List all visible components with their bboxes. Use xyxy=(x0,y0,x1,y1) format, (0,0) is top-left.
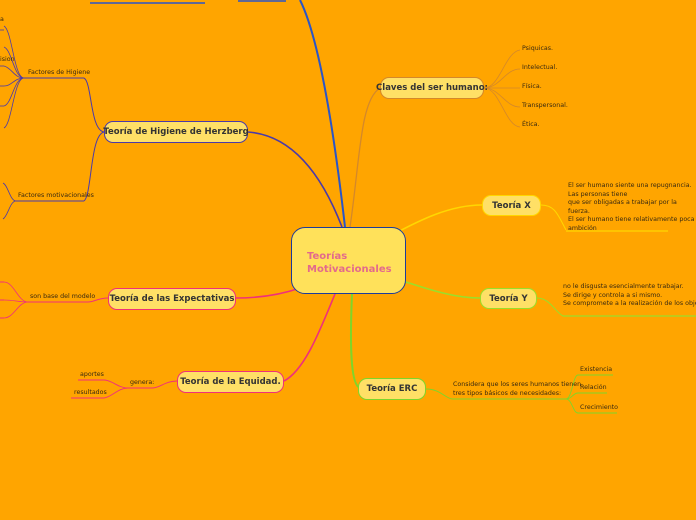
teoria-y-description[interactable]: no le disgusta esencialmente trabajar. S… xyxy=(563,283,696,309)
equidad-item-aportes[interactable]: aportes xyxy=(80,371,104,378)
link-claves xyxy=(349,87,381,228)
claves-item[interactable]: Intelectual. xyxy=(522,64,558,71)
teoria-x-line: Las personas tiene xyxy=(568,190,628,198)
central-topic-line2: Motivacionales xyxy=(307,264,392,275)
teoria-x-line: El ser humano tiene relativamente poca xyxy=(568,216,695,224)
equidad-sub[interactable]: genera: xyxy=(130,379,155,386)
erc-line: Considera que los seres humanos tienen xyxy=(453,381,582,388)
link-equidad xyxy=(283,293,336,382)
erc-item-existencia[interactable]: Existencia xyxy=(580,366,613,373)
teoria-x-line: fuerza. xyxy=(568,207,590,215)
erc-item-crecimiento[interactable]: Crecimiento xyxy=(580,404,619,411)
teoria-y-line: Se compromete a la realización de los ob… xyxy=(563,300,696,308)
herzberg-edge-fragment: a xyxy=(0,16,4,23)
link-y xyxy=(399,279,481,299)
teoria-x-description[interactable]: El ser humano siente una repugnancia. La… xyxy=(568,182,695,234)
link-x xyxy=(391,204,483,236)
erc-description[interactable]: Considera que los seres humanos tienen t… xyxy=(453,381,581,398)
erc-line: tres tipos básicos de necesidades: xyxy=(453,389,562,397)
link-top xyxy=(299,0,346,228)
node-teoria-herzberg[interactable]: Teoría de Higiene de Herzberg xyxy=(103,121,249,143)
claves-item[interactable]: Ética. xyxy=(522,121,540,128)
herzberg-factores-motivacionales[interactable]: Factores motivacionales xyxy=(18,192,94,199)
erc-item-relacion[interactable]: Relación xyxy=(580,384,607,391)
node-teoria-equidad[interactable]: Teoría de la Equidad. xyxy=(177,371,284,393)
central-topic[interactable]: Teorías Motivacionales xyxy=(291,227,406,294)
teoria-y-line: no le disgusta esencialmente trabajar. xyxy=(563,283,684,290)
herzberg-factores-higiene[interactable]: Factores de Higiene xyxy=(28,69,91,76)
claves-item[interactable]: Física. xyxy=(522,83,542,90)
claves-item[interactable]: Psiquicas. xyxy=(522,45,554,52)
teoria-x-line: ambición xyxy=(568,224,597,232)
herzberg-edge-fragment: ision xyxy=(0,56,15,63)
equidad-item-resultados[interactable]: resultados xyxy=(74,389,107,396)
link-herzberg xyxy=(247,131,343,228)
claves-item[interactable]: Transpersonal. xyxy=(522,102,568,109)
node-teoria-x[interactable]: Teoría X xyxy=(482,195,541,216)
teoria-x-line: que ser obligadas a trabajar por la xyxy=(568,199,677,207)
teoria-y-line: Se dirige y controla a si mismo. xyxy=(563,291,663,299)
node-teoria-y[interactable]: Teoría Y xyxy=(480,288,537,309)
teoria-x-line: El ser humano siente una repugnancia. xyxy=(568,182,692,189)
node-teoria-erc[interactable]: Teoría ERC xyxy=(358,378,426,400)
node-claves[interactable]: Claves del ser humano: xyxy=(376,77,488,99)
central-topic-line1: Teorías xyxy=(307,251,348,262)
expectativas-sub[interactable]: son base del modelo xyxy=(30,293,96,300)
node-teoria-expectativas[interactable]: Teoría de las Expectativas xyxy=(108,288,236,310)
link-expectativas xyxy=(235,287,301,299)
link-erc xyxy=(349,293,361,389)
